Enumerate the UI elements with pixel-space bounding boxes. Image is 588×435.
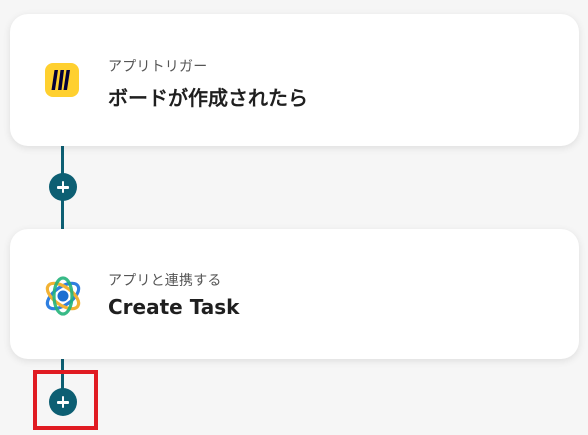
miro-logo-icon [44,62,80,98]
flow-connector-line [61,358,64,394]
flow-step-card-action[interactable]: アプリと連携する Create Task [10,229,579,359]
step-title: ボードが作成されたら [108,86,308,110]
step-type-label: アプリトリガー [108,59,208,75]
add-step-button[interactable] [49,388,77,416]
step-type-label: アプリと連携する [108,273,222,289]
step-title: Create Task [108,295,240,319]
create-task-app-icon [42,275,84,317]
flow-step-card-trigger[interactable]: アプリトリガー ボードが作成されたら [10,14,579,146]
highlight-box [33,370,98,430]
add-step-button[interactable] [49,173,77,201]
